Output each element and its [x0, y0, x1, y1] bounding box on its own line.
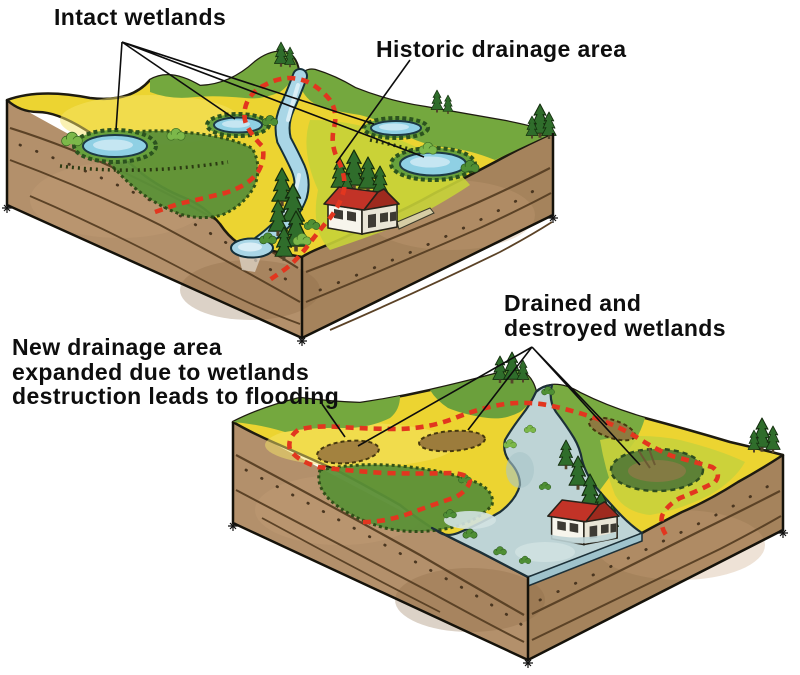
dried-patch: [316, 439, 380, 465]
pond: [72, 128, 158, 164]
drained-wetlands-label-line2: destroyed wetlands: [504, 314, 726, 341]
new-drainage-label: New drainage area expanded due to wetlan…: [12, 335, 339, 409]
intact-pointer-lines: [115, 41, 425, 158]
new-drainage-pointer-line: [321, 403, 346, 438]
new-drainage-label-line1: New drainage area: [12, 334, 223, 360]
soil-cutaway-faces: [233, 422, 783, 660]
drained-pointer-lines: [357, 346, 641, 466]
drained-wetlands-label: Drained and destroyed wetlands: [504, 291, 726, 340]
new-drainage-label-line2: expanded due to wetlands: [12, 358, 310, 385]
intact-wetlands-label: Intact wetlands: [54, 4, 227, 30]
driveway: [396, 207, 435, 230]
intact-wetlands-block: [1, 41, 559, 347]
pond: [205, 112, 271, 138]
pointer-lines: [115, 41, 641, 466]
new-drainage-boundary: [287, 400, 721, 537]
new-drainage-label-line3: destruction leads to flooding: [12, 383, 340, 409]
flooded-house: [547, 499, 620, 546]
drained-wetlands-label-line1: Drained and: [504, 290, 642, 316]
historic-drainage-boundary: [154, 75, 347, 283]
historic-drainage-label: Historic drainage area: [376, 36, 627, 62]
hill-center: [430, 370, 536, 419]
hill-right: [300, 69, 553, 160]
dried-patch: [418, 429, 486, 453]
house: [323, 186, 400, 235]
pond: [362, 116, 430, 140]
soil-cutaway-faces: [7, 100, 553, 338]
drained-wetlands-block: [227, 351, 789, 669]
historic-pointer-line: [335, 59, 411, 164]
hill-back-left: [233, 396, 400, 432]
